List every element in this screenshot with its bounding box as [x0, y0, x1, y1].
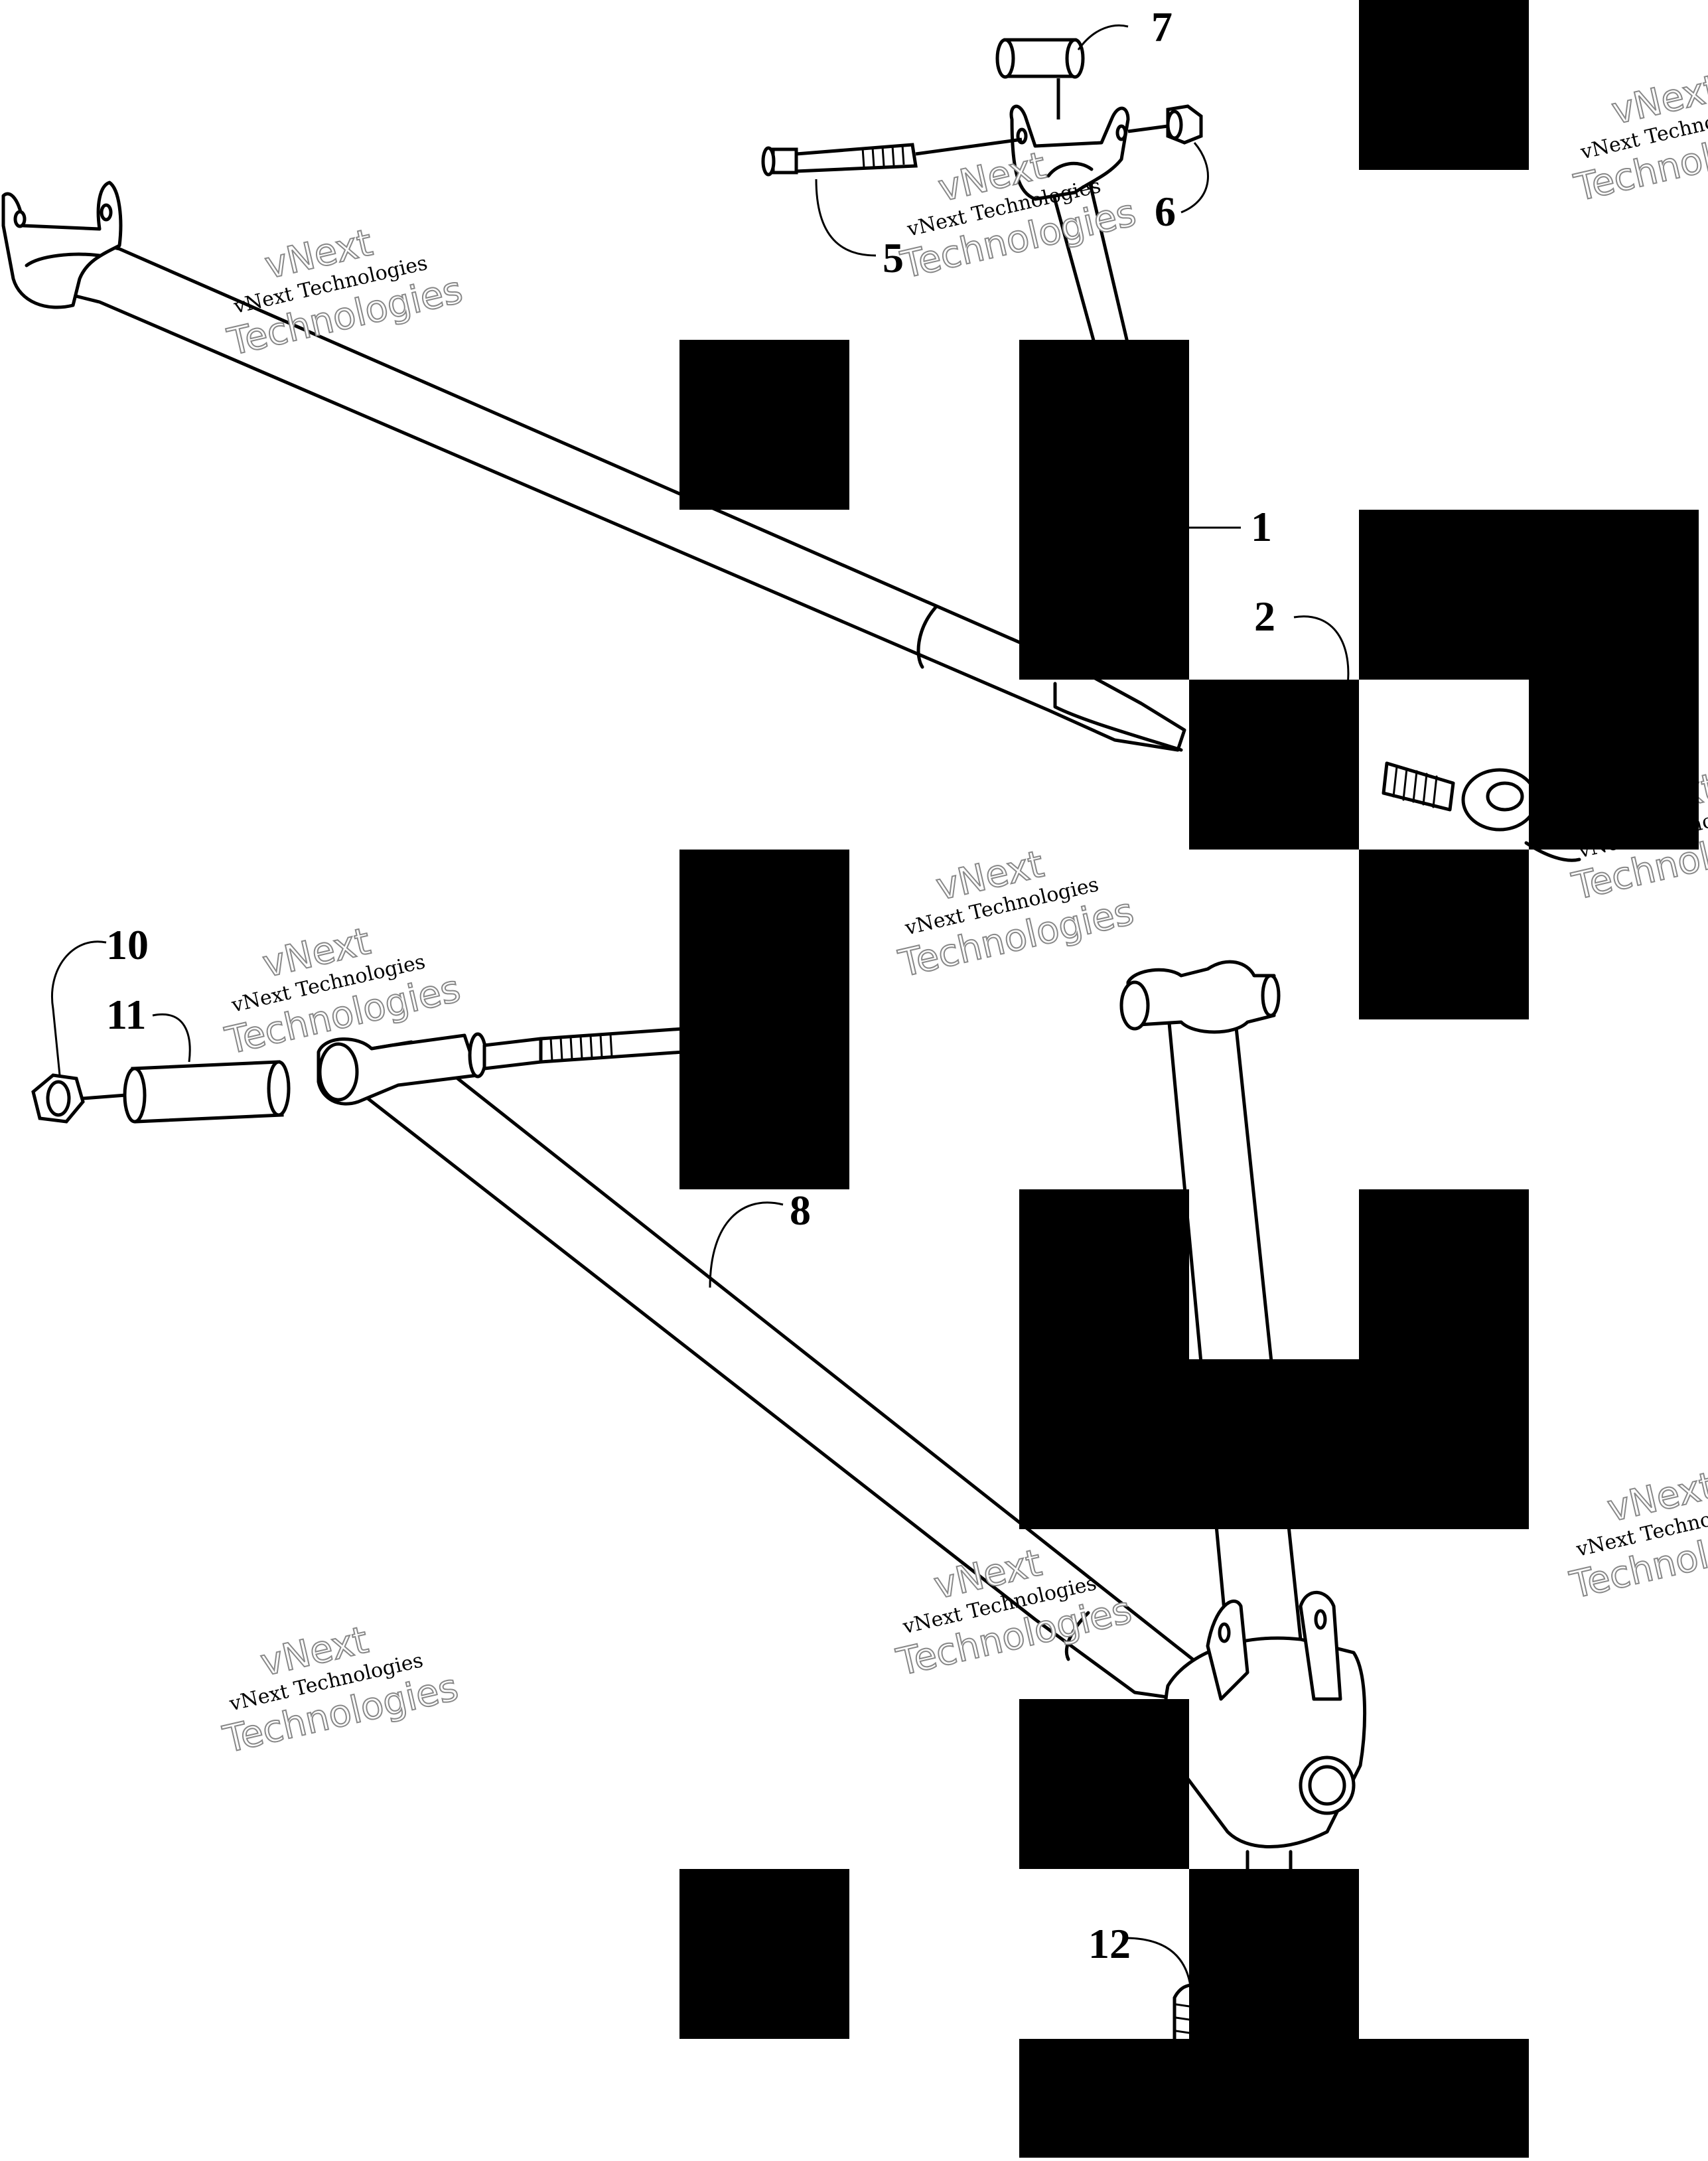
- redaction-block: [1359, 510, 1699, 680]
- redaction-block: [1359, 1189, 1529, 1529]
- bushing-7: [995, 38, 1085, 119]
- watermark: vNext vNext Technologies Technologies: [1565, 1463, 1708, 1608]
- callout-labels: 7 6 5 1 2 10 11 8 12: [106, 3, 1275, 1967]
- redaction-block: [1019, 1189, 1189, 1529]
- callout-7: 7: [1151, 3, 1173, 50]
- redaction-block: [679, 1869, 849, 2039]
- watermark: vNext vNext Technologies Technologies: [894, 842, 1138, 987]
- redaction-block: [1019, 340, 1189, 680]
- nut-6: [1127, 104, 1203, 145]
- bolt-5: [761, 137, 1023, 177]
- callout-1: 1: [1251, 503, 1272, 550]
- redaction-block: [1189, 680, 1359, 850]
- nut-10: [31, 1073, 127, 1124]
- watermark: vNext vNext Technologies Technologies: [218, 1618, 463, 1763]
- redaction-block: [1359, 0, 1529, 170]
- callout-10: 10: [106, 921, 149, 968]
- upper-a-arm: [1, 104, 1581, 862]
- redaction-block: [1189, 1869, 1359, 2039]
- callout-6: 6: [1155, 188, 1176, 235]
- redaction-block: [1189, 1359, 1359, 1529]
- redaction-blocks: [679, 0, 1699, 2158]
- callout-8: 8: [790, 1187, 811, 1234]
- callout-2: 2: [1254, 593, 1275, 640]
- redaction-block: [679, 850, 849, 1189]
- redaction-block: [1529, 680, 1699, 850]
- redaction-block: [1019, 1699, 1189, 1869]
- callout-11: 11: [106, 991, 146, 1038]
- callout-5: 5: [883, 234, 904, 281]
- watermark: vNext vNext Technologies Technologies: [1570, 66, 1708, 211]
- callout-12: 12: [1088, 1920, 1131, 1967]
- redaction-block: [679, 340, 849, 510]
- redaction-block: [1019, 2039, 1529, 2158]
- bushing-11: [123, 1060, 291, 1124]
- watermark: vNext vNext Technologies Technologies: [223, 220, 467, 365]
- redaction-block: [1359, 850, 1529, 1019]
